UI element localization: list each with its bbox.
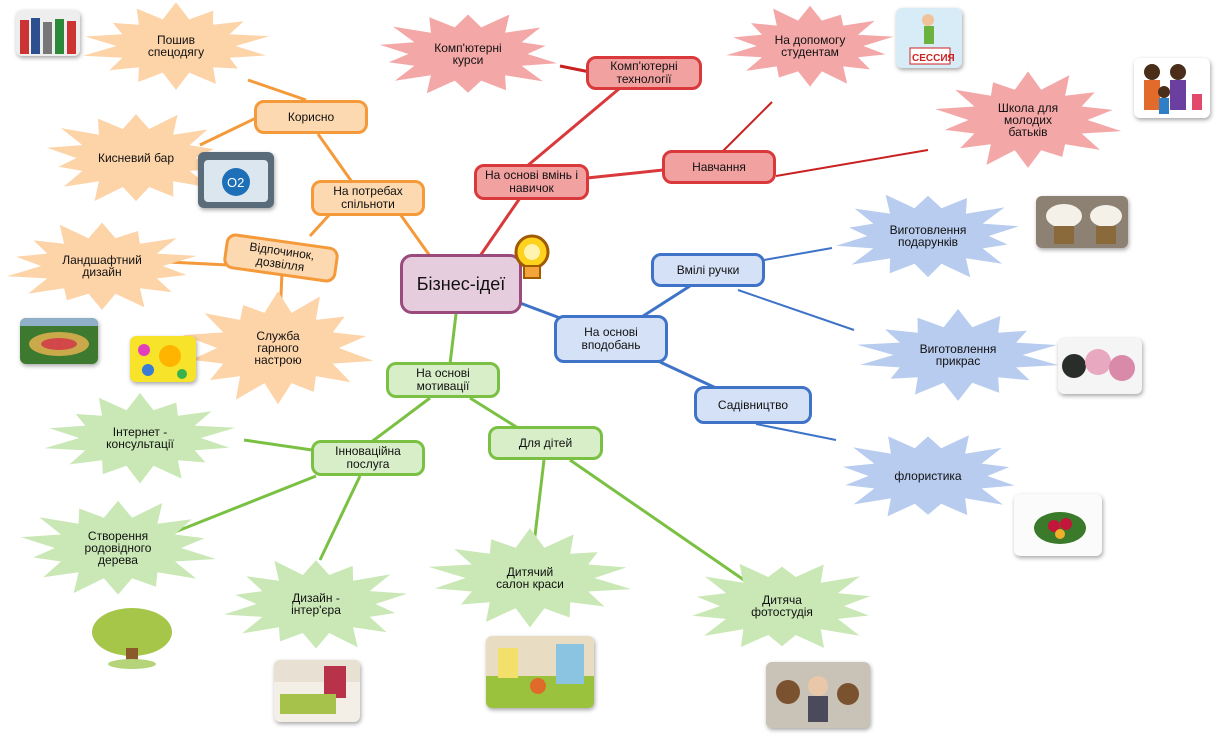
burst-student-help[interactable]: На допомогу студентам: [774, 33, 846, 59]
landscape-photo: [20, 318, 98, 364]
link-innovation-internet: [243, 438, 313, 452]
burst-family-tree[interactable]: Створення родовідного дерева: [84, 529, 152, 567]
link-innovation-tree: [169, 474, 317, 536]
link-training-parents: [775, 149, 929, 177]
node-training[interactable]: Навчання: [662, 150, 776, 184]
link-children-salon: [532, 459, 546, 545]
burst-kids-salon-shape: [428, 528, 632, 628]
link-leisure-landscape: [167, 260, 229, 267]
family-photo: [1134, 58, 1210, 118]
burst-mood-service[interactable]: Служба гарного настрою: [254, 329, 302, 367]
o2-logo: O2: [227, 175, 244, 190]
burst-floristics[interactable]: флористика: [894, 469, 962, 483]
central-topic[interactable]: Бізнес-ідеї: [400, 254, 522, 314]
link-central-community: [398, 213, 432, 257]
burst-jewelry-shape: [857, 309, 1059, 401]
burst-mood-service-shape: [182, 291, 374, 405]
burst-parents-school[interactable]: Школа для молодих батьків: [997, 101, 1059, 139]
kids-photo-studio-photo: [766, 662, 870, 728]
burst-kids-photo[interactable]: Дитяча фотостудія: [751, 593, 813, 619]
link-comptech-courses: [559, 64, 591, 74]
jewelry-photo: [1058, 338, 1142, 394]
link-central-skills: [478, 197, 522, 257]
burst-internet[interactable]: Інтернет - консультації: [106, 425, 174, 451]
oxygen-bar-photo: O2: [198, 152, 274, 208]
burst-landscape[interactable]: Ландшафтний дизайн: [62, 253, 142, 279]
burst-interior[interactable]: Дизайн - інтер'єра: [291, 591, 341, 617]
node-skills[interactable]: На основі вмінь і навичок: [474, 164, 589, 200]
burst-parents-school-shape: [935, 71, 1122, 168]
session-sign-photo: СЕССИЯ: [896, 8, 962, 68]
node-gardening[interactable]: Садівництво: [694, 386, 812, 424]
link-motivation-children: [469, 396, 519, 430]
link-handy-gifts: [763, 247, 833, 261]
mood-service-photo: [130, 336, 196, 382]
link-community-leisure: [308, 212, 332, 238]
link-training-students: [721, 101, 773, 153]
burst-floristics-shape: [843, 435, 1015, 517]
lightbulb-icon: [512, 232, 552, 282]
burst-landscape-shape: [6, 222, 197, 310]
burst-kids-salon[interactable]: Дитячий салон краси: [496, 565, 564, 591]
link-useful-sewing: [247, 78, 307, 102]
burst-sewing[interactable]: Пошив спецодягу: [147, 33, 205, 59]
link-motivation-innovation: [369, 396, 431, 445]
link-handy-jewelry: [737, 289, 855, 331]
node-children[interactable]: Для дітей: [488, 426, 603, 460]
family-tree-picture: [84, 604, 180, 670]
interior-photo: [274, 660, 360, 722]
link-skills-training: [586, 168, 664, 180]
burst-oxygen-bar[interactable]: Кисневий бар: [97, 151, 175, 165]
burst-jewelry[interactable]: Виготовлення прикрас: [919, 342, 997, 368]
link-skills-comptech: [519, 86, 621, 174]
burst-computer-courses-shape: [380, 14, 558, 94]
link-hobbies-garden: [659, 360, 717, 390]
burst-sewing-shape: [83, 2, 270, 90]
node-useful[interactable]: Корисно: [254, 100, 368, 134]
burst-gifts-shape: [836, 194, 1019, 278]
link-children-photo: [569, 458, 745, 582]
node-innovation[interactable]: Інноваційна послуга: [311, 440, 425, 476]
link-innovation-interior: [318, 475, 362, 561]
burst-student-help-shape: [726, 5, 894, 87]
burst-internet-shape: [44, 393, 236, 484]
link-garden-floristics: [755, 423, 837, 441]
burst-kids-photo-shape: [692, 563, 871, 648]
burst-family-tree-shape: [20, 500, 216, 595]
burst-gifts[interactable]: Виготовлення подарунків: [889, 223, 967, 249]
node-computer-tech[interactable]: Комп'ютерні технології: [586, 56, 702, 90]
kids-salon-photo: [486, 636, 594, 708]
link-central-motivation: [448, 313, 458, 365]
gifts-photo: [1036, 196, 1128, 248]
floristics-photo: [1014, 494, 1102, 556]
link-hobbies-handy: [639, 284, 691, 320]
link-useful-oxygen: [199, 116, 257, 147]
node-handy[interactable]: Вмілі ручки: [651, 253, 765, 287]
burst-interior-shape: [224, 560, 408, 649]
node-community[interactable]: На потребах спільноти: [311, 180, 425, 216]
link-central-hobbies: [519, 301, 561, 320]
link-community-useful: [316, 133, 354, 183]
session-sign-text: СЕССИЯ: [912, 53, 955, 64]
node-hobbies[interactable]: На основі вподобань: [554, 315, 668, 363]
burst-oxygen-bar-shape: [46, 114, 227, 202]
workwear-photo: [16, 10, 80, 56]
node-motivation[interactable]: На основі мотивації: [386, 362, 500, 398]
burst-computer-courses[interactable]: Комп'ютерні курси: [434, 41, 502, 67]
